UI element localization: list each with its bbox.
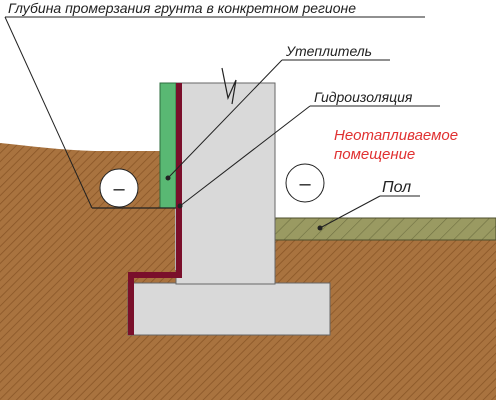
insulation-label: Утеплитель [285, 43, 372, 59]
foundation-wall [175, 82, 276, 285]
floor-label: Пол [382, 179, 411, 196]
unheated-room-label-line2: помещение [334, 146, 415, 163]
floor-layer [274, 217, 496, 241]
freeze-depth-leader [4, 16, 93, 209]
waterproofing-label: Гидроизоляция [314, 89, 413, 105]
inside-temp-circle [285, 163, 325, 203]
floor-leader-dot [317, 225, 323, 231]
outside-temp-circle [99, 168, 139, 208]
waterproofing-leader-dot [177, 203, 183, 209]
waterproofing-leader [179, 105, 311, 207]
waterproofing-layer [128, 83, 182, 335]
insulation-leader [167, 59, 283, 179]
footing [127, 282, 331, 336]
freeze-depth-label: Глубина промерзания грунта в конкретном … [8, 0, 356, 16]
insulation-leader-dot [165, 175, 171, 181]
unheated-room-label-line1: Неотапливаемое [334, 127, 458, 144]
floor-leader [319, 195, 381, 229]
insulation-layer [159, 82, 177, 209]
outside-minus-sign: – [113, 178, 125, 200]
inside-minus-sign: – [299, 173, 311, 195]
wall-break-mark [221, 67, 237, 105]
